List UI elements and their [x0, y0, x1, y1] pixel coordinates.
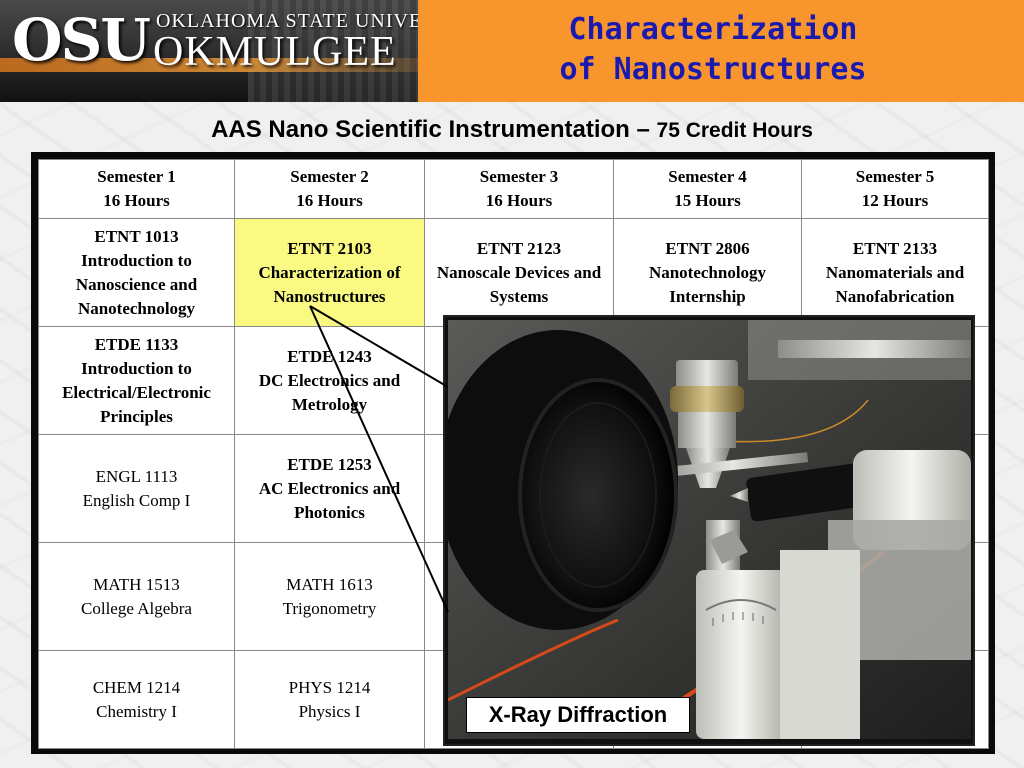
slide-title: Characterization of Nanostructures	[418, 10, 1008, 90]
logo-campus-text: OKMULGEE	[153, 29, 397, 75]
subtitle-dash: –	[636, 116, 650, 143]
building-photo	[248, 0, 418, 102]
credit-hours: 75 Credit Hours	[656, 119, 813, 142]
osu-okmulgee-logo-banner: OSU OKLAHOMA STATE UNIVERSITY OKMULGEE	[0, 0, 418, 102]
logo-university-text: OKLAHOMA STATE UNIVERSITY	[156, 10, 418, 32]
program-subtitle: AAS Nano Scientific Instrumentation – 75…	[0, 116, 1024, 144]
logo-osu-text: OSU	[12, 6, 151, 74]
detector-lens	[518, 378, 678, 612]
xray-diffraction-photo	[448, 320, 971, 739]
logo-stripe	[0, 58, 418, 72]
program-name: AAS Nano Scientific Instrumentation	[211, 116, 630, 143]
goniometer-stand	[696, 570, 786, 739]
photo-caption: X-Ray Diffraction	[466, 697, 690, 733]
slide-title-line-1: Characterization	[568, 12, 858, 47]
xray-instrument-illustration	[448, 320, 971, 739]
slide-title-line-2: of Nanostructures	[559, 52, 867, 87]
title-banner: Characterization of Nanostructures	[418, 0, 1024, 102]
